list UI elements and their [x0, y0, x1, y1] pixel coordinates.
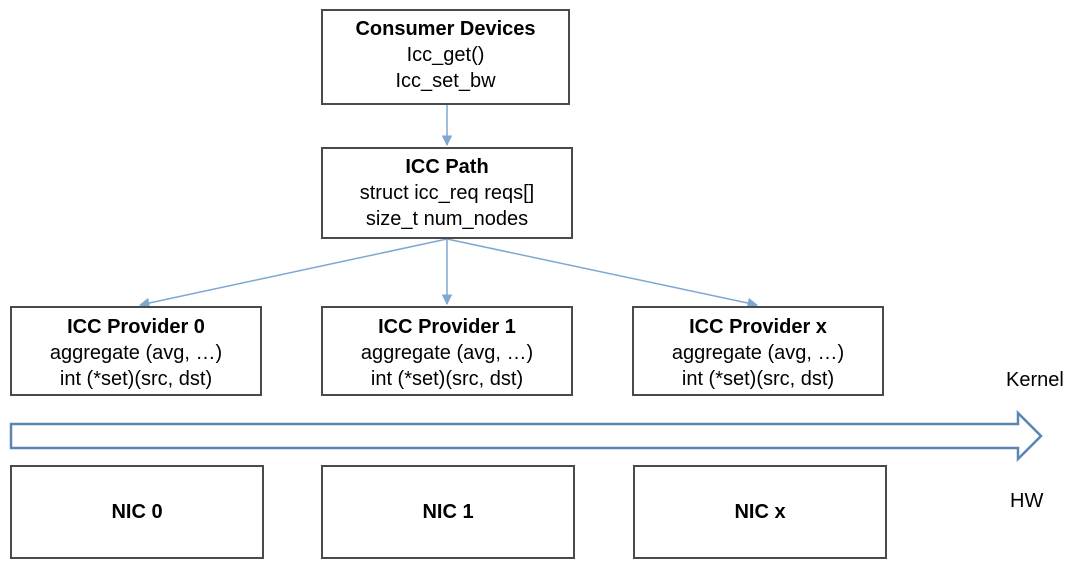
nic-0-box: NIC 0 — [10, 465, 264, 559]
icc-provider-x-box: ICC Provider x aggregate (avg, …) int (*… — [632, 306, 884, 396]
nic-label: NIC 1 — [422, 501, 474, 523]
icc-provider-line: aggregate (avg, …) — [360, 342, 534, 364]
kernel-layer-label: Kernel — [1006, 369, 1064, 391]
consumer-devices-line: Icc_get() — [406, 44, 485, 66]
icc-provider-0-box: ICC Provider 0 aggregate (avg, …) int (*… — [10, 306, 262, 396]
icc-path-line: struct icc_req reqs[] — [359, 182, 535, 204]
icc-path-box: ICC Path struct icc_req reqs[] size_t nu… — [321, 147, 573, 239]
hw-layer-label: HW — [1010, 490, 1044, 512]
consumer-devices-title: Consumer Devices — [355, 18, 536, 40]
icc-path-title: ICC Path — [405, 156, 489, 178]
nic-label: NIC x — [734, 501, 786, 523]
icc-provider-title: ICC Provider x — [689, 316, 827, 338]
icc-path-line: size_t num_nodes — [365, 208, 529, 230]
icc-provider-line: int (*set)(src, dst) — [681, 368, 835, 390]
nic-label: NIC 0 — [111, 501, 163, 523]
icc-provider-line: int (*set)(src, dst) — [370, 368, 524, 390]
icc-provider-line: aggregate (avg, …) — [49, 342, 223, 364]
connector-path-to-provider-x — [446, 238, 759, 309]
icc-provider-line: int (*set)(src, dst) — [59, 368, 213, 390]
icc-provider-1-box: ICC Provider 1 aggregate (avg, …) int (*… — [321, 306, 573, 396]
nic-x-box: NIC x — [633, 465, 887, 559]
icc-provider-title: ICC Provider 1 — [378, 316, 516, 338]
consumer-devices-box: Consumer Devices Icc_get() Icc_set_bw — [321, 9, 570, 105]
icc-provider-line: aggregate (avg, …) — [671, 342, 845, 364]
nic-1-box: NIC 1 — [321, 465, 575, 559]
consumer-devices-line: Icc_set_bw — [395, 70, 496, 92]
connector-path-to-provider-0 — [138, 238, 448, 309]
kernel-hw-boundary-arrow — [9, 409, 1043, 463]
icc-provider-title: ICC Provider 0 — [67, 316, 205, 338]
